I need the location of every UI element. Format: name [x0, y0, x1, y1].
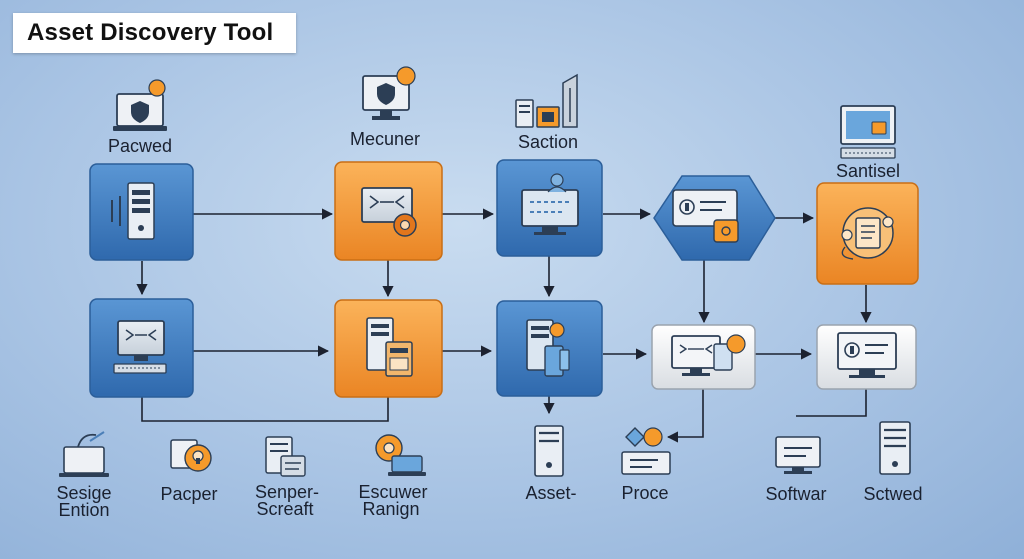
connector-to-softwar	[796, 389, 867, 417]
label-santisel: Santisel	[835, 161, 901, 181]
node-id-monitor-white[interactable]	[816, 324, 917, 390]
connectors	[136, 208, 872, 443]
label-asset: Asset-	[525, 483, 577, 503]
label-saction: Saction	[517, 132, 579, 152]
server-tower-small-icon	[534, 425, 564, 477]
label-senper-line2: Screaft	[256, 499, 314, 519]
monitor-shield-icon	[362, 66, 416, 120]
node-id-card-hexagon[interactable]	[653, 175, 776, 261]
server-card-icon	[366, 317, 413, 377]
monitor-software-icon	[775, 436, 821, 474]
node-monitor-white[interactable]	[651, 324, 756, 390]
connector-bottom-loop	[141, 397, 389, 422]
label-escuwer-line2: Ranign	[362, 499, 420, 519]
server-user-icon	[526, 319, 570, 377]
server-rack-icon	[515, 73, 578, 128]
label-mecuner: Mecuner	[349, 129, 421, 149]
terminal-diamond-icon	[621, 427, 671, 475]
monitor-user-icon	[521, 173, 579, 235]
server-document-icon	[265, 436, 306, 477]
server-tower-icon	[111, 182, 155, 240]
label-pacwed: Pacwed	[107, 136, 173, 156]
server-tower-right-icon	[879, 421, 911, 475]
node-saction-monitor[interactable]	[496, 159, 603, 257]
label-sesige-line2: Ention	[58, 500, 110, 520]
label-escuwer-line1: Escuwer	[358, 482, 428, 502]
laptop-satellite-icon	[59, 431, 109, 477]
id-monitor-icon	[837, 332, 897, 378]
node-mecuner-process[interactable]	[334, 161, 443, 261]
monitor-tablet-icon	[671, 334, 746, 376]
document-gear-icon	[841, 207, 894, 260]
node-santisel-process[interactable]	[816, 182, 919, 285]
id-card-icon	[672, 189, 739, 243]
node-workstation[interactable]	[89, 298, 194, 398]
connector-to-proce	[666, 389, 704, 443]
label-proce: Proce	[621, 483, 669, 503]
badge-lock-icon	[170, 439, 212, 472]
node-asset-scanner[interactable]	[496, 300, 603, 397]
label-pacper: Pacper	[160, 484, 218, 504]
node-pacwed-server[interactable]	[89, 163, 194, 261]
monitor-gear-icon	[361, 187, 417, 237]
label-softwar: Softwar	[765, 484, 827, 504]
label-sesige-line1: Sesige	[56, 483, 112, 503]
label-sctwed: Sctwed	[863, 484, 923, 504]
label-senper-line1: Senper-	[254, 482, 320, 502]
desktop-computer-icon	[113, 320, 167, 374]
desktop-terminal-icon	[840, 105, 896, 159]
node-server-card[interactable]	[334, 299, 443, 398]
device-gear-icon	[375, 434, 426, 476]
laptop-shield-icon	[113, 79, 167, 131]
diagram-title: Asset Discovery Tool	[13, 13, 296, 53]
